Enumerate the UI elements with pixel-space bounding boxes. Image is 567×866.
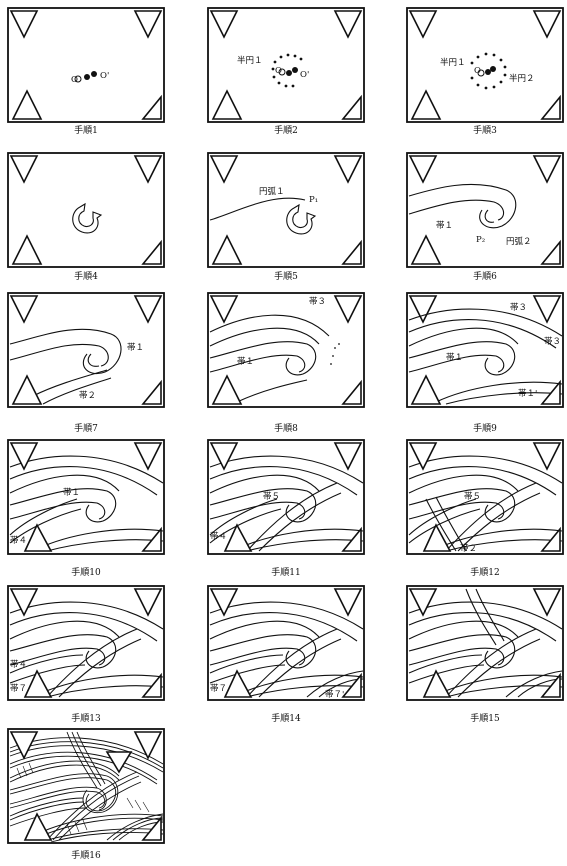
step-7-panel: 帯１ 帯２ [7,292,165,408]
step-5-label-1: P₁ [309,195,318,205]
step-10-figure: 帯１ 帯４ [7,439,165,555]
step-3-panel: 半円１ O 半円２ [406,7,564,123]
step-5-caption: 手順5 [207,272,365,283]
step-13-figure: 帯４ 帯７ [7,585,165,701]
step-6-label-1: P₂ [476,235,485,245]
step-5-panel: 円弧１ P₁ [207,152,365,268]
step-2-label-1: O [275,66,282,76]
step-12-caption: 手順12 [406,568,564,579]
step-2-panel: 半円１ O O' [207,7,365,123]
step-2-label-0: 半円１ [237,55,263,66]
step-5-figure: 円弧１ P₁ [207,152,365,268]
step-2-label-2: O' [300,70,309,80]
step-12-panel: 帯５ 帯２ [406,439,564,555]
step-7-label-1: 帯２ [79,390,96,401]
step-11-figure: 帯５ 帯４ [207,439,365,555]
step-3-label-1: O [474,66,481,76]
step-14-caption: 手順14 [207,714,365,725]
step-10-caption: 手順10 [7,568,165,579]
step-6-figure: 帯１ P₂ 円弧２ [406,152,564,268]
step-4-figure [7,152,165,268]
step-14-panel: 帯７ 帯７' [207,585,365,701]
step-14-figure: 帯７ 帯７' [207,585,365,701]
step-1-label-1: O' [100,71,109,81]
step-7-label-0: 帯１ [127,342,144,353]
step-14-label-0: 帯７ [210,683,227,694]
step-9-label-0: 帯３ [510,302,527,313]
step-5-label-0: 円弧１ [259,186,285,197]
step-15-caption: 手順15 [406,714,564,725]
step-16-panel [7,728,165,844]
step-3-caption: 手順3 [406,126,564,137]
step-9-figure: 帯３ 帯１ 帯３ 帯１' [406,292,564,408]
step-1-figure: O O' [7,7,165,123]
step-6-label-2: 円弧２ [506,236,532,247]
step-11-label-0: 帯５ [263,491,280,502]
step-9-label-1: 帯１ [446,352,463,363]
step-3-figure: 半円１ O 半円２ [406,7,564,123]
step-15-panel [406,585,564,701]
step-16-caption: 手順16 [7,851,165,862]
step-7-caption: 手順7 [7,424,165,435]
step-14-label-1: 帯７' [325,689,344,700]
step-6-panel: 帯１ P₂ 円弧２ [406,152,564,268]
step-13-label-1: 帯７ [10,683,27,694]
step-1-caption: 手順1 [7,126,165,137]
step-6-caption: 手順6 [406,272,564,283]
step-12-figure: 帯５ 帯２ [406,439,564,555]
step-3-label-2: 半円２ [509,73,535,84]
step-4-panel [7,152,165,268]
step-13-label-0: 帯４ [10,659,27,670]
step-12-label-1: 帯２ [460,543,477,554]
step-10-label-0: 帯１ [63,487,80,498]
step-8-caption: 手順8 [207,424,365,435]
step-2-figure: 半円１ O O' [207,7,365,123]
step-8-panel: 帯３ 帯１ [207,292,365,408]
step-15-figure [406,585,564,701]
step-8-figure: 帯３ 帯１ [207,292,365,408]
step-9-label-2: 帯３ [544,336,561,347]
step-13-caption: 手順13 [7,714,165,725]
step-13-panel: 帯４ 帯７ [7,585,165,701]
step-11-panel: 帯５ 帯４ [207,439,365,555]
step-12-label-0: 帯５ [464,491,481,502]
step-10-label-1: 帯４ [10,535,27,546]
step-8-label-1: 帯１ [237,356,254,367]
step-16-figure [7,728,165,844]
step-10-panel: 帯１ 帯４ [7,439,165,555]
step-6-label-0: 帯１ [436,220,453,231]
step-3-label-0: 半円１ [440,57,466,68]
step-8-label-0: 帯３ [309,296,326,307]
step-2-caption: 手順2 [207,126,365,137]
step-7-figure: 帯１ 帯２ [7,292,165,408]
step-1-panel: O O' [7,7,165,123]
step-4-caption: 手順4 [7,272,165,283]
step-9-label-3: 帯１' [518,388,537,399]
step-9-caption: 手順9 [406,424,564,435]
step-11-caption: 手順11 [207,568,365,579]
step-1-label-0: O [71,75,78,85]
step-9-panel: 帯３ 帯１ 帯３ 帯１' [406,292,564,408]
step-11-label-1: 帯４ [210,531,227,542]
